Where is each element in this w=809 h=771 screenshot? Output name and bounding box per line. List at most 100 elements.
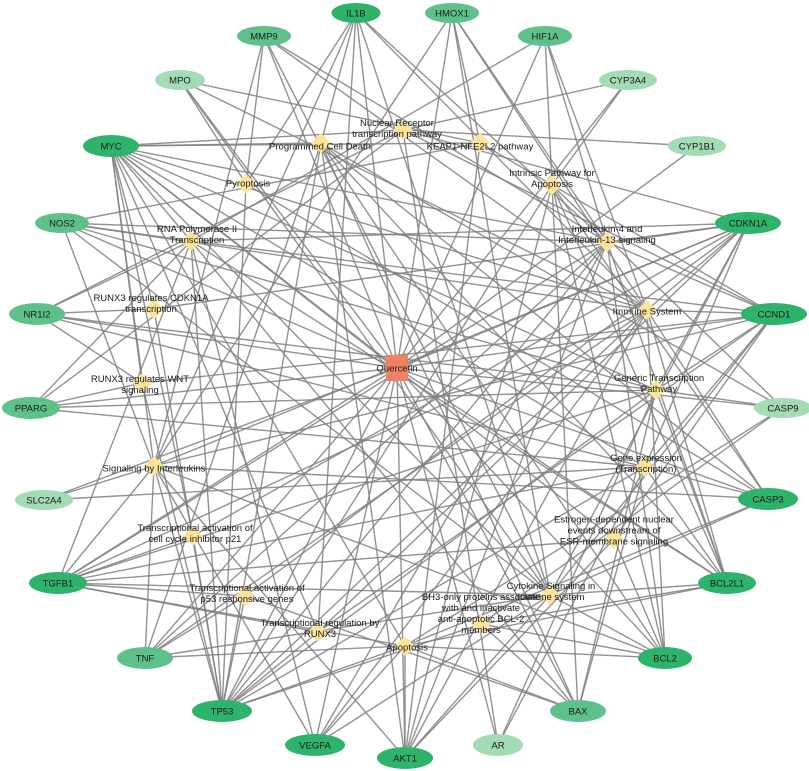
edge-p10-ccnd1	[141, 313, 775, 384]
edge-p3-nos2	[61, 142, 481, 224]
gene-ellipse	[550, 700, 606, 722]
edge-p11-tp53	[221, 389, 657, 712]
edge-p9-nos2	[61, 222, 648, 311]
edge-p19-casp9	[480, 407, 784, 625]
edge-p18-il1b	[317, 12, 357, 633]
edge-quercetin-ar	[396, 367, 499, 746]
gene-ellipse	[15, 490, 73, 510]
edge-p2-myc	[110, 129, 404, 147]
edge-quercetin-nos2	[61, 222, 398, 369]
gene-node-casp3: CASP3	[738, 488, 798, 510]
gene-ellipse	[754, 398, 809, 418]
pathway-label-line: anti-apoptotic BCL-2	[438, 614, 525, 625]
edge-quercetin-il1b	[355, 12, 398, 369]
edge-p13-nos2	[61, 222, 155, 467]
pathway-node-p3	[470, 133, 490, 153]
gene-label: HIF1A	[532, 32, 560, 43]
edge-p17-mpo	[179, 79, 551, 596]
gene-label: AR	[491, 741, 504, 752]
edge-p11-nos2	[61, 222, 657, 391]
edge-p6-nr1i2	[36, 240, 192, 315]
edge-p11-tgfb1	[57, 389, 657, 584]
edge-p2-cyp3a4	[402, 79, 629, 131]
pathway-node-p7	[597, 232, 617, 252]
edge-p19-bax	[480, 623, 579, 712]
pathway-label-line: members	[461, 625, 501, 636]
edge-quercetin-myc	[110, 145, 398, 369]
pathway-node-p9	[637, 300, 657, 320]
edge-p8-myc	[110, 145, 155, 310]
edge-p20-tnf	[144, 645, 406, 659]
gene-node-casp9: CASP9	[754, 398, 809, 418]
pathway-label-line: Apoptosis	[531, 179, 573, 190]
edge-quercetin-ccnd1	[396, 313, 775, 369]
edge-quercetin-cyp1b1	[396, 145, 698, 369]
edge-p5-casp9	[551, 184, 784, 409]
gene-label: IL1B	[346, 9, 366, 20]
edge-p12-slc2a4	[43, 466, 646, 501]
edge-p20-tgfb1	[57, 582, 406, 647]
gene-label: MPO	[169, 76, 191, 87]
gene-node-bax: BAX	[550, 700, 606, 722]
edge-quercetin-bax	[396, 367, 579, 712]
pathway-label-line: signaling	[121, 385, 159, 396]
gene-ellipse	[715, 212, 781, 234]
gene-node-cyp1b1: CYP1B1	[668, 136, 726, 156]
edge-p6-tgfb1	[57, 240, 192, 584]
edge-p17-cdkn1a	[549, 222, 749, 596]
edge-p13-vegfa	[153, 465, 316, 746]
pathway-label-line: Cytokine Signaling in	[507, 581, 596, 592]
edge-p15-bcl2	[613, 538, 666, 659]
gene-ellipse	[83, 135, 139, 157]
gene-node-tnf: TNF	[117, 647, 173, 669]
pathway-label-line: Transcriptional regulation by	[261, 618, 380, 629]
pathway-node-p12	[635, 457, 655, 477]
pathway-label-line: Estrogen-dependent nuclear	[554, 515, 674, 526]
gene-ellipse	[35, 213, 89, 233]
edge-p2-nr1i2	[36, 129, 404, 315]
edge-p6-hif1a	[190, 35, 546, 242]
gene-node-hif1a: HIF1A	[518, 26, 572, 46]
edge-p13-hmox1	[153, 12, 453, 467]
pathway-label-p12: Gene expression(Transcription)	[610, 453, 682, 475]
edge-p7-akt1	[404, 241, 608, 759]
edge-quercetin-vegfa	[314, 367, 398, 746]
pathway-node-p4	[236, 174, 256, 194]
edge-p9-akt1	[404, 309, 648, 759]
edge-quercetin-bcl2l1	[396, 367, 728, 584]
pathway-label-line: Transcription	[170, 235, 225, 246]
gene-ellipse	[698, 572, 756, 594]
pathway-label-line: Interleukin-13 signaling	[558, 235, 656, 246]
edge-p20-vegfa	[314, 645, 406, 746]
pathway-label-line: KEAP1-NFE2L2 pathway	[427, 142, 534, 153]
edge-p17-casp3	[549, 498, 769, 596]
edge-quercetin-tnf	[144, 367, 398, 659]
gene-label: CASP3	[752, 495, 783, 506]
gene-ellipse	[155, 70, 205, 90]
edge-quercetin-nr1i2	[36, 313, 398, 369]
edge-p3-myc	[110, 142, 481, 147]
edge-p4-mmp9	[245, 35, 265, 185]
edge-p2-cdkn1a	[402, 129, 749, 224]
edge-p20-bcl2l1	[404, 582, 728, 647]
edge-p14-tgfb1	[57, 535, 194, 584]
edge-p11-bcl2l1	[655, 389, 728, 584]
edge-p12-cdkn1a	[644, 222, 749, 468]
edge-quercetin-pparg	[30, 367, 398, 409]
pathway-label-line: Signaling by Interleukins	[103, 464, 206, 475]
pathway-label-line: Interleukin-4 and	[572, 224, 643, 235]
pathway-label-line: cell cycle inhibitor p21	[149, 534, 242, 545]
edge-quercetin-cyp3a4	[396, 79, 629, 369]
gene-label: MMP9	[250, 32, 277, 43]
edge-quercetin-hmox1	[396, 12, 453, 369]
edge-p11-ar	[497, 389, 657, 746]
edge-p18-tp53	[221, 631, 319, 712]
gene-node-bcl2: BCL2	[638, 647, 692, 669]
